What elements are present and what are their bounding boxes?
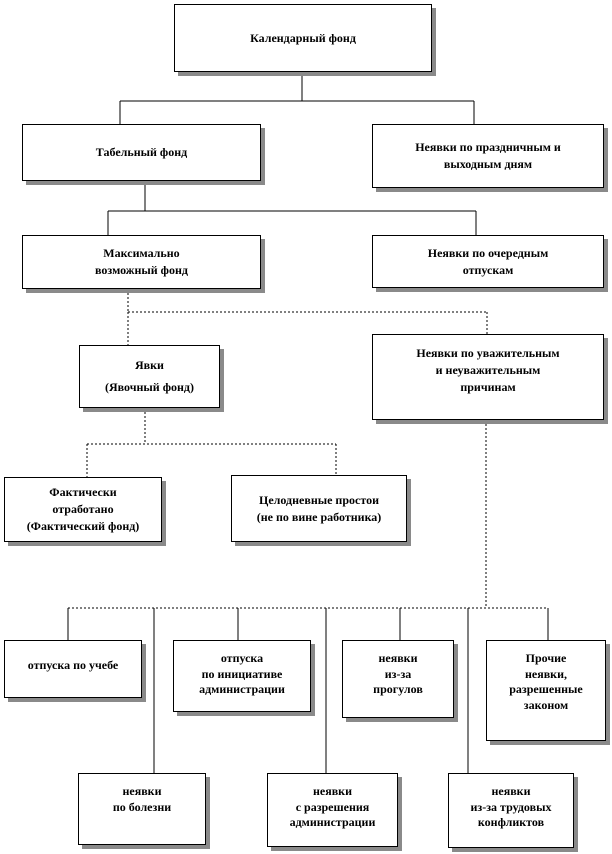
tabular-fund-label: Табельный фонд [95, 145, 188, 160]
other-legal-absences-label: Прочие неявки, разрешенные законом [509, 651, 583, 712]
admin-initiative-leave-box: отпуска по инициативе администрации [173, 640, 311, 712]
study-leave-label: отпуска по учебе [27, 658, 119, 672]
holiday-absences-box: Неявки по праздничным и выходным дням [372, 124, 604, 188]
full-day-downtime-box: Целодневные простои (не по вине работник… [231, 475, 407, 542]
excused-unexcused-absences-box: Неявки по уважительным и неуважительным … [372, 334, 604, 420]
calendar-fund-box: Календарный фонд [174, 4, 432, 72]
vacation-absences-label: Неявки по очередным отпускам [427, 245, 549, 277]
admin-permission-absences-label: неявки с разрешения администрации [289, 784, 376, 830]
labor-conflict-absences-box: неявки из-за трудовых конфликтов [448, 773, 574, 848]
truancy-absences-box: неявки из-за прогулов [342, 640, 454, 718]
truancy-absences-label: неявки из-за прогулов [373, 651, 423, 697]
sick-absences-label: неявки по болезни [112, 784, 172, 814]
holiday-absences-label: Неявки по праздничным и выходным дням [415, 140, 561, 171]
max-possible-fund-label: Максимально возможный фонд [95, 246, 188, 277]
attendance-label: Явки (Явочный фонд) [105, 357, 194, 394]
labor-conflict-absences-label: неявки из-за трудовых конфликтов [470, 784, 552, 830]
attendance-box: Явки (Явочный фонд) [79, 345, 220, 408]
study-leave-box: отпуска по учебе [4, 640, 142, 698]
max-possible-fund-box: Максимально возможный фонд [22, 235, 261, 289]
admin-initiative-leave-label: отпуска по инициативе администрации [199, 651, 285, 697]
actually-worked-box: Фактически отработано (Фактический фонд) [4, 477, 162, 542]
calendar-fund-label: Календарный фонд [250, 30, 356, 45]
excused-unexcused-absences-label: Неявки по уважительным и неуважительным … [416, 346, 560, 394]
other-legal-absences-box: Прочие неявки, разрешенные законом [486, 640, 606, 741]
full-day-downtime-label: Целодневные простои (не по вине работник… [256, 492, 382, 524]
admin-permission-absences-box: неявки с разрешения администрации [267, 773, 398, 847]
tabular-fund-box: Табельный фонд [22, 124, 261, 181]
actually-worked-label: Фактически отработано (Фактический фонд) [26, 485, 140, 533]
sick-absences-box: неявки по болезни [78, 773, 206, 845]
vacation-absences-box: Неявки по очередным отпускам [372, 235, 604, 288]
